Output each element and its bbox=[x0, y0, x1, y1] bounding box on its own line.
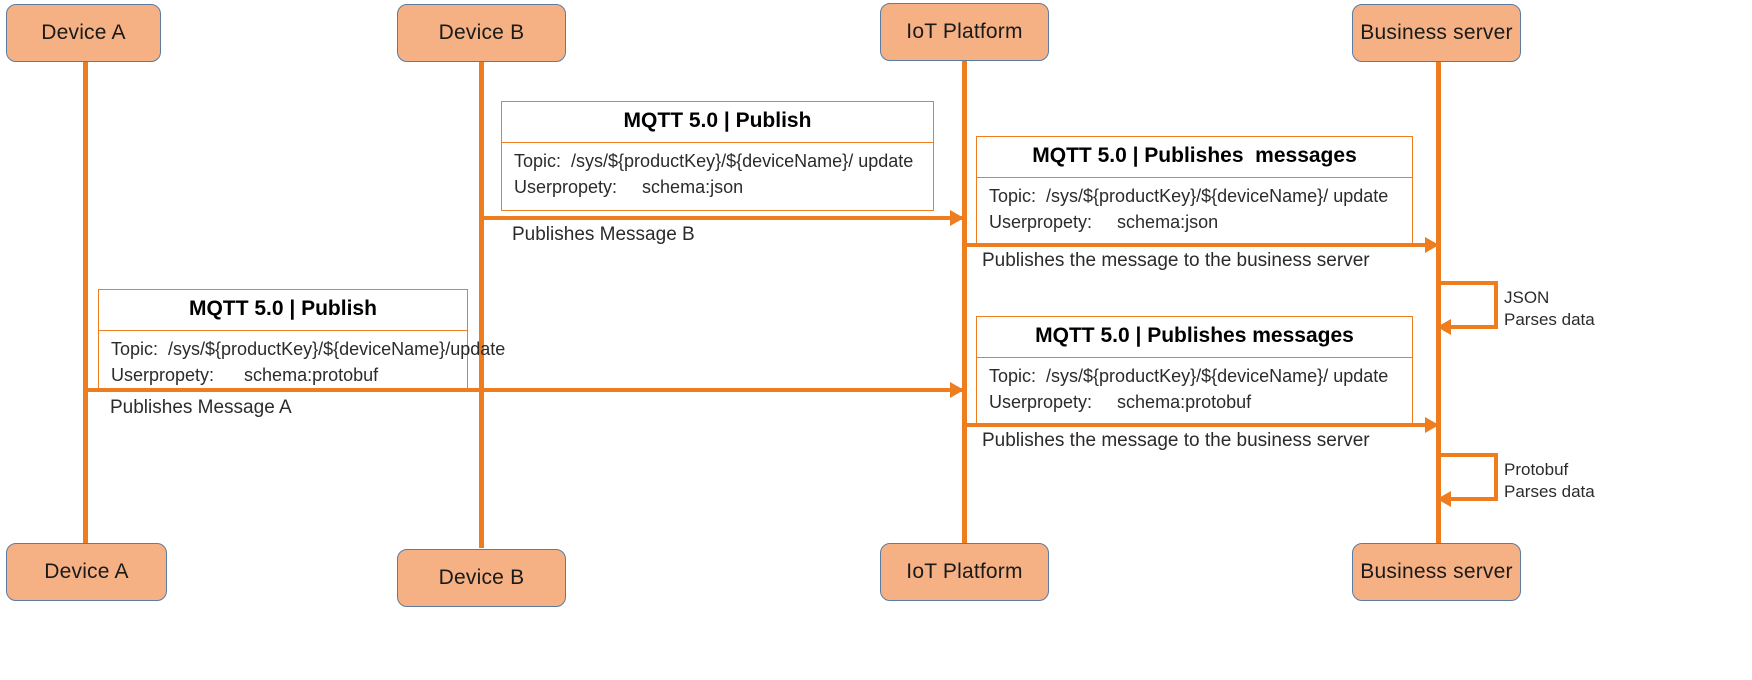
lifeline-business-server bbox=[1436, 62, 1441, 546]
self-loop-right-segment bbox=[1494, 281, 1498, 329]
self-loop-top-segment bbox=[1438, 281, 1498, 285]
self-loop-bottom-segment bbox=[1438, 497, 1498, 501]
lifeline-iot-platform bbox=[962, 60, 967, 544]
actor-device-b-bottom[interactable]: Device B bbox=[397, 549, 566, 607]
note-body: Topic: /sys/${productKey}/${deviceName}/… bbox=[989, 366, 1389, 412]
note-header: MQTT 5.0 | Publishes messages bbox=[977, 137, 1412, 178]
arrow-publishes-message-b bbox=[481, 216, 963, 220]
actor-label: Device B bbox=[438, 21, 525, 44]
lifeline-device-b bbox=[479, 62, 484, 548]
self-message-protobuf-parse bbox=[1438, 453, 1498, 501]
note-header: MQTT 5.0 | Publishes messages bbox=[977, 317, 1412, 358]
arrow-label-publish-to-business-protobuf: Publishes the message to the business se… bbox=[982, 430, 1370, 451]
arrow-label-publishes-message-a: Publishes Message A bbox=[110, 397, 292, 418]
self-loop-label-line2: Parses data bbox=[1504, 482, 1595, 502]
self-message-json-parse bbox=[1438, 281, 1498, 329]
self-loop-label-line1: Protobuf bbox=[1504, 460, 1569, 479]
note-device-b-publish: MQTT 5.0 | Publish Topic: /sys/${product… bbox=[501, 101, 934, 211]
actor-business-server-bottom[interactable]: Business server bbox=[1352, 543, 1521, 601]
note-device-a-publish: MQTT 5.0 | Publish Topic: /sys/${product… bbox=[98, 289, 505, 390]
arrow-publish-to-business-json bbox=[964, 243, 1438, 247]
actor-device-b-top[interactable]: Device B bbox=[397, 4, 566, 62]
actor-label: IoT Platform bbox=[906, 560, 1023, 583]
actor-device-a-top[interactable]: Device A bbox=[6, 4, 161, 62]
actor-label: IoT Platform bbox=[906, 20, 1023, 43]
arrow-publish-to-business-protobuf bbox=[964, 423, 1438, 427]
note-iot-protobuf-publish: MQTT 5.0 | Publishes messages Topic: /sy… bbox=[976, 316, 1413, 426]
actor-label: Device B bbox=[438, 566, 525, 589]
note-header: MQTT 5.0 | Publish bbox=[502, 102, 933, 143]
actor-iot-platform-bottom[interactable]: IoT Platform bbox=[880, 543, 1049, 601]
lifeline-device-a bbox=[83, 60, 88, 544]
note-header: MQTT 5.0 | Publish bbox=[99, 290, 467, 331]
note-iot-json-publish: MQTT 5.0 | Publishes messages Topic: /sy… bbox=[976, 136, 1413, 246]
actor-label: Business server bbox=[1360, 21, 1513, 44]
self-loop-bottom-segment bbox=[1438, 325, 1498, 329]
arrow-label-publishes-message-b: Publishes Message B bbox=[512, 224, 695, 245]
self-loop-label-json-parse: JSON Parses data bbox=[1504, 287, 1595, 331]
self-loop-label-line1: JSON bbox=[1504, 288, 1550, 307]
arrow-publishes-message-a bbox=[85, 388, 963, 392]
self-loop-right-segment bbox=[1494, 453, 1498, 501]
note-body: Topic: /sys/${productKey}/${deviceName}/… bbox=[111, 339, 506, 385]
actor-device-a-bottom[interactable]: Device A bbox=[6, 543, 167, 601]
actor-label: Device A bbox=[41, 21, 126, 44]
actor-label: Device A bbox=[44, 560, 129, 583]
actor-label: Business server bbox=[1360, 560, 1513, 583]
arrow-label-publish-to-business-json: Publishes the message to the business se… bbox=[982, 250, 1370, 271]
note-body: Topic: /sys/${productKey}/${deviceName}/… bbox=[989, 186, 1389, 232]
actor-business-server-top[interactable]: Business server bbox=[1352, 4, 1521, 62]
self-loop-top-segment bbox=[1438, 453, 1498, 457]
self-loop-label-line2: Parses data bbox=[1504, 310, 1595, 330]
note-body: Topic: /sys/${productKey}/${deviceName}/… bbox=[514, 151, 914, 197]
self-loop-label-protobuf-parse: Protobuf Parses data bbox=[1504, 459, 1595, 503]
actor-iot-platform-top[interactable]: IoT Platform bbox=[880, 3, 1049, 61]
